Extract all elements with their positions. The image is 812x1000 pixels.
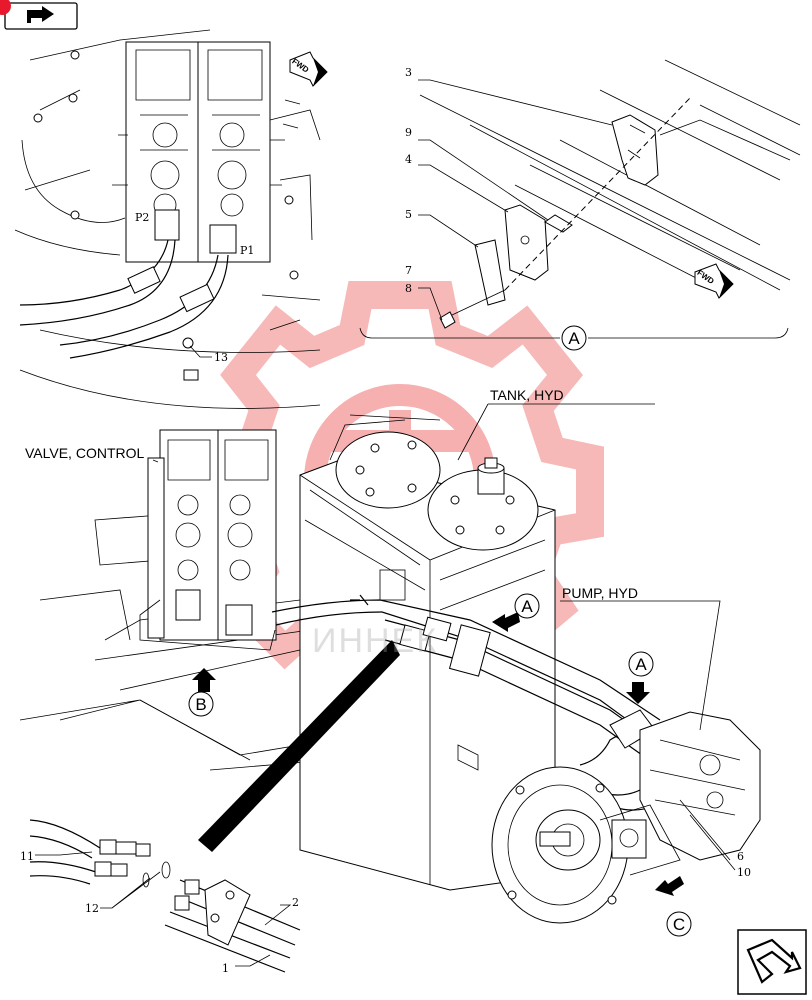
view-arrow-a1: [492, 612, 520, 632]
next-page-arrow-icon[interactable]: [737, 929, 807, 995]
label-tank-hyd: TANK, HYD: [490, 387, 564, 403]
view-arrow-a2: [626, 682, 650, 704]
view-arrow-b: [192, 668, 216, 692]
view-marker-a-tank: [514, 593, 540, 619]
view-marker-b: [188, 691, 214, 717]
callout-6: 6: [737, 850, 744, 863]
svg-text:A: A: [521, 597, 533, 616]
callout-9: 9: [405, 126, 412, 139]
label-pump-hyd: PUMP, HYD: [562, 585, 638, 601]
callout-8: 8: [405, 282, 412, 295]
detail-view-a: 3 9 4 5 7 8 FWD A: [359, 59, 801, 351]
callout-5: 5: [405, 208, 412, 221]
callout-12: 12: [85, 902, 99, 915]
svg-text:B: B: [195, 695, 206, 714]
callout-4: 4: [405, 153, 412, 166]
back-arrow-icon[interactable]: [0, 0, 78, 30]
inset-control-valve-detail: P2 P1 13 FWD: [14, 29, 328, 409]
detail-fittings: 11 12 2 1: [20, 819, 301, 975]
view-arrow-c: [655, 876, 684, 896]
svg-text:C: C: [673, 915, 685, 934]
callout-7: 7: [405, 264, 412, 277]
port-label-p1: P1: [240, 244, 254, 257]
main-assembly: A A B C 6 10: [19, 403, 761, 937]
view-marker-a-pump: [628, 651, 654, 677]
port-label-p2: P2: [135, 211, 149, 224]
svg-text:A: A: [635, 655, 647, 674]
svg-text:A: A: [568, 329, 580, 348]
callout-11: 11: [20, 850, 34, 863]
callout-1: 1: [222, 962, 229, 975]
callout-13: 13: [214, 351, 228, 364]
callout-3: 3: [405, 66, 412, 79]
view-marker-a-detail: [561, 325, 587, 351]
label-valve-control: VALVE, CONTROL: [25, 445, 145, 461]
callout-2: 2: [292, 896, 299, 909]
detail-pointer-arrow: [198, 640, 400, 852]
callout-10: 10: [737, 866, 751, 879]
watermark-text: ИННЕК: [312, 622, 439, 660]
fwd-arrow-icon-detail-a: FWD: [694, 263, 734, 299]
fwd-arrow-icon: FWD: [289, 51, 328, 87]
badge-dot: [0, 0, 11, 15]
view-marker-c: [666, 911, 692, 937]
